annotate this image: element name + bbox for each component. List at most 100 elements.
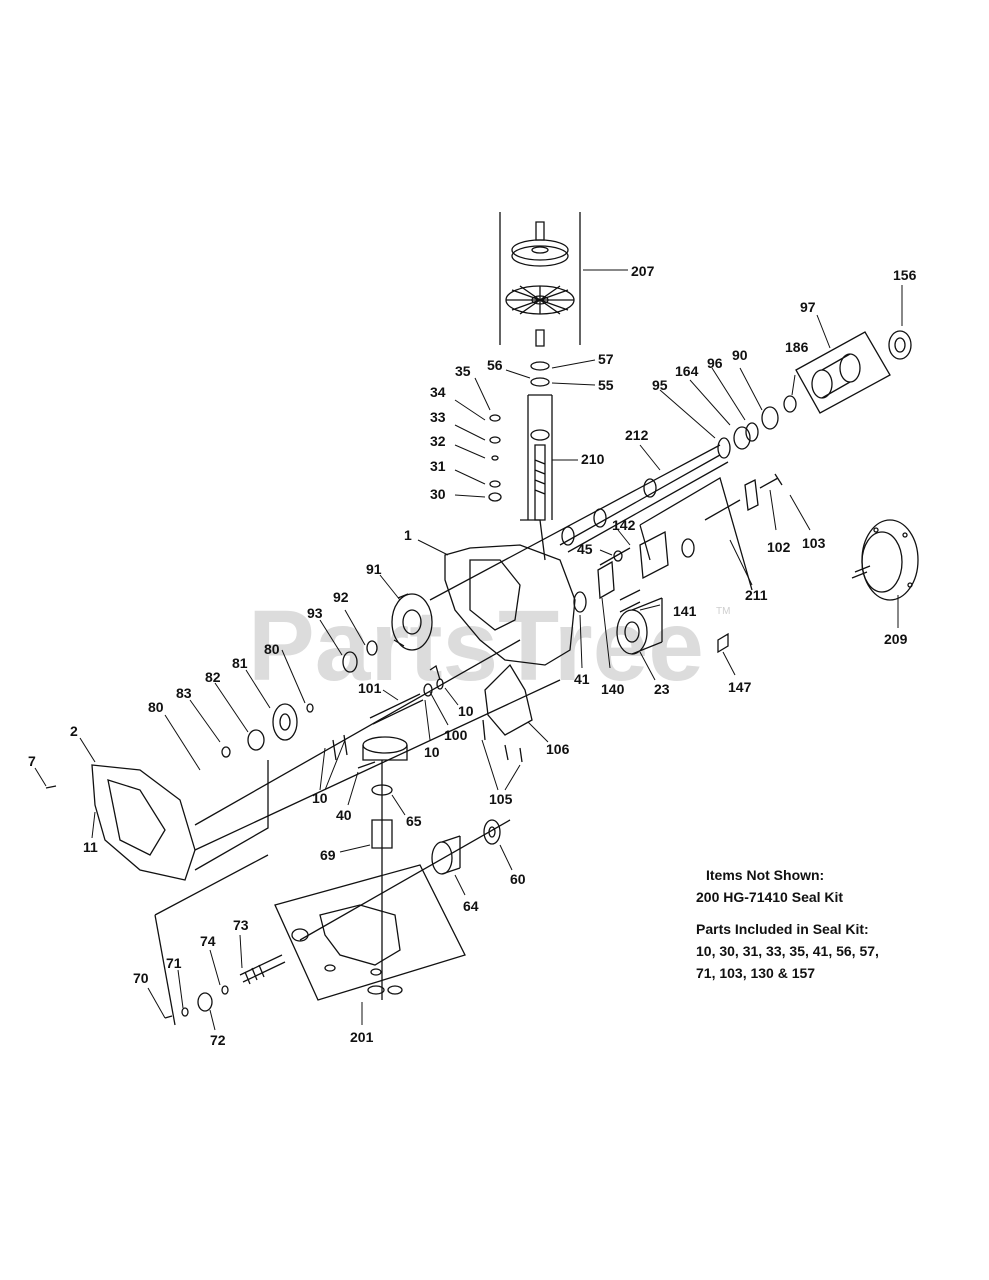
washer-90 [761, 406, 779, 430]
washer-96 [745, 422, 759, 442]
callout-55: 55 [598, 377, 614, 393]
axle-line-212 [429, 444, 721, 601]
callout-33: 33 [430, 409, 446, 425]
callout-40: 40 [336, 807, 352, 823]
callout-10-right: 10 [458, 703, 474, 719]
pin-10 [429, 664, 441, 681]
callout-210: 210 [581, 451, 605, 467]
callout-31: 31 [430, 458, 446, 474]
bolts-105 [482, 719, 523, 763]
washer-71 [181, 1007, 189, 1017]
washer-83 [221, 746, 231, 758]
main-housing [444, 519, 576, 666]
items-not-shown-seal-kit: 200 HG-71410 Seal Kit [696, 889, 844, 905]
bearing-156 [888, 330, 912, 360]
callout-41: 41 [574, 671, 590, 687]
bolt-103 [759, 473, 783, 489]
box-201 [274, 864, 466, 1001]
callout-101: 101 [358, 680, 382, 696]
callout-73: 73 [233, 917, 249, 933]
link-box-left [154, 760, 269, 1026]
seal-kit-parts-line1: 10, 30, 31, 33, 35, 41, 56, 57, [696, 943, 879, 959]
box-211 [639, 477, 753, 591]
input-shaft-column [527, 394, 553, 520]
callout-30: 30 [430, 486, 446, 502]
nut-72 [197, 992, 213, 1012]
callout-93: 93 [307, 605, 323, 621]
callout-57: 57 [598, 351, 614, 367]
watermark-trademark: TM [716, 606, 730, 617]
washer-186 [783, 395, 797, 413]
housing-top [362, 736, 408, 761]
callout-212: 212 [625, 427, 649, 443]
shaft-line-lower [194, 679, 561, 851]
callout-102: 102 [767, 539, 791, 555]
spool-69 [371, 819, 393, 849]
cooling-fan [505, 285, 575, 347]
callout-80-upper: 80 [264, 641, 280, 657]
bracket-106 [484, 663, 533, 736]
callout-142: 142 [612, 517, 636, 533]
shaft-line-64 [299, 819, 511, 941]
spring-147 [717, 632, 729, 654]
callout-10-mid: 10 [424, 744, 440, 760]
callout-35: 35 [455, 363, 471, 379]
callouts: 207 156 97 56 57 55 35 34 33 32 31 30 21… [28, 263, 917, 1048]
ring-100 [423, 683, 433, 697]
bracket-142 [639, 530, 669, 580]
callout-100: 100 [444, 727, 468, 743]
plate-140 [597, 560, 615, 600]
callout-11: 11 [83, 839, 98, 855]
callout-23: 23 [654, 681, 670, 697]
callout-10-left: 10 [312, 790, 328, 806]
axle-bearings [561, 478, 657, 546]
callout-81: 81 [232, 655, 248, 671]
items-not-shown-title: Items Not Shown: [706, 867, 825, 883]
callout-156: 156 [893, 267, 917, 283]
lower-housing [319, 904, 401, 966]
bearing-164 [733, 426, 751, 450]
callout-207: 207 [631, 263, 655, 279]
callout-164: 164 [675, 363, 699, 379]
callout-72: 72 [210, 1032, 226, 1048]
input-shaft [534, 444, 546, 521]
bearing-82 [247, 729, 265, 751]
washer-45 [613, 550, 623, 562]
washer-92 [366, 640, 378, 656]
washer-80a [306, 703, 314, 713]
callout-82: 82 [205, 669, 221, 685]
callout-97: 97 [800, 299, 816, 315]
input-pulley [511, 221, 569, 267]
seal-95 [717, 437, 731, 459]
callout-105: 105 [489, 791, 513, 807]
spacer-141 [619, 589, 641, 613]
gear-81 [272, 703, 298, 741]
callout-56: 56 [487, 357, 503, 373]
pins-10 [332, 734, 348, 761]
wheel-hub-209 [851, 519, 919, 601]
callout-1: 1 [404, 527, 412, 543]
bolt-7 [45, 785, 57, 789]
callout-65: 65 [406, 813, 422, 829]
callout-103: 103 [802, 535, 826, 551]
leader-lines [34, 269, 903, 1031]
callout-186: 186 [785, 339, 809, 355]
seal-kit-parts-line2: 71, 103, 130 & 157 [696, 965, 816, 981]
callout-201: 201 [350, 1029, 374, 1045]
callout-96: 96 [707, 355, 723, 371]
washer-55 [530, 377, 550, 387]
washer-57 [530, 361, 550, 371]
coupler-97 [811, 353, 861, 399]
callout-71: 71 [166, 955, 182, 971]
callout-92: 92 [333, 589, 349, 605]
box-97 [795, 331, 891, 414]
lower-housing-parts [291, 928, 403, 995]
spring-73 [244, 964, 265, 985]
side-cover [91, 764, 196, 881]
shaft-40 [357, 761, 376, 769]
callout-32: 32 [430, 433, 446, 449]
callout-209: 209 [884, 631, 908, 647]
gear-64 [431, 835, 461, 875]
seal-41 [573, 591, 587, 613]
